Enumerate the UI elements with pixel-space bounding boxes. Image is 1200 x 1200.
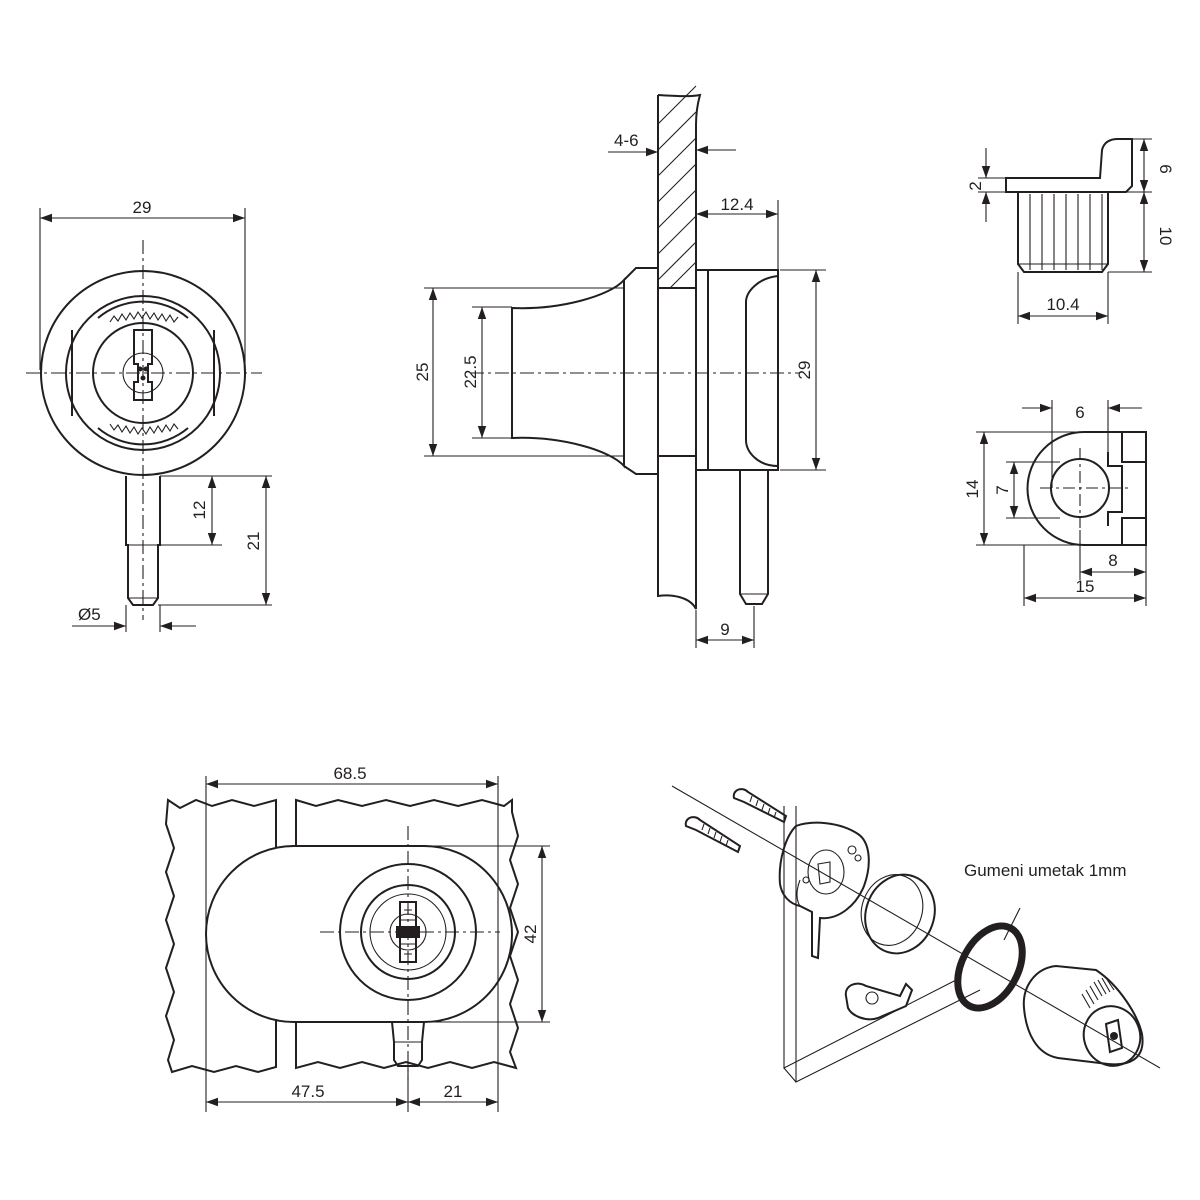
dimension-label: 68.5 (333, 764, 366, 783)
front-view: 29 12 21 Ø5 (26, 198, 272, 632)
lock-body-section (511, 267, 779, 475)
dimension-label: 29 (133, 198, 152, 217)
dimension-label: 14 (963, 480, 982, 499)
exploded-view: Gumeni umetak 1mm (671, 785, 1161, 1083)
side-dimension-lines (424, 145, 826, 648)
lock-housing (778, 821, 870, 960)
rubber-washer (954, 922, 1026, 1012)
dimension-label: 6 (1075, 403, 1084, 422)
lock-cylinder-iso (1022, 964, 1144, 1067)
side-section-view: 4-6 12.4 25 22.5 29 9 (413, 85, 826, 648)
dimension-label: 4-6 (614, 131, 639, 150)
right-glass-panel (295, 798, 520, 1070)
strike-plate-front-view: 6 7 14 8 15 (963, 400, 1147, 606)
washer-note: Gumeni umetak 1mm (964, 861, 1127, 880)
dimension-label: Ø5 (78, 605, 101, 624)
screw-2 (684, 816, 742, 854)
dimension-label: 21 (244, 532, 263, 551)
dimension-label: 47.5 (291, 1082, 324, 1101)
dimension-label: 7 (993, 485, 1012, 494)
dimension-label: 15 (1076, 577, 1095, 596)
lock-body-front (205, 845, 513, 1023)
strike-plate-side-view: 2 6 10 10.4 (966, 138, 1175, 324)
dimension-label: 6 (1156, 164, 1175, 173)
dimension-label: 21 (444, 1082, 463, 1101)
dimension-label: 25 (413, 363, 432, 382)
front-dimension-lines (39, 208, 272, 632)
strike-front-dimension-lines (976, 400, 1147, 606)
left-glass-panel (164, 798, 277, 1074)
dimension-label: 10.4 (1046, 295, 1079, 314)
dimension-label: 2 (966, 181, 985, 190)
strike-top-dimension-lines (978, 138, 1152, 324)
dimension-label: 12 (190, 501, 209, 520)
assembly-view: 68.5 42 47.5 21 (164, 764, 550, 1112)
dimension-label: 29 (795, 361, 814, 380)
dimension-label: 10 (1156, 227, 1175, 246)
screw-1 (732, 788, 788, 824)
assembly-dimension-lines (205, 776, 550, 1112)
dimension-label: 42 (521, 925, 540, 944)
cover-ring (860, 873, 936, 955)
glass-panel-section (657, 85, 702, 610)
dimension-label: 22.5 (461, 355, 480, 388)
dimension-label: 12.4 (720, 195, 753, 214)
dimension-label: 8 (1108, 551, 1117, 570)
glass-hatch (657, 85, 697, 289)
strike-clip (844, 982, 914, 1021)
dimension-label: 9 (720, 620, 729, 639)
locking-pin-side (739, 470, 769, 605)
